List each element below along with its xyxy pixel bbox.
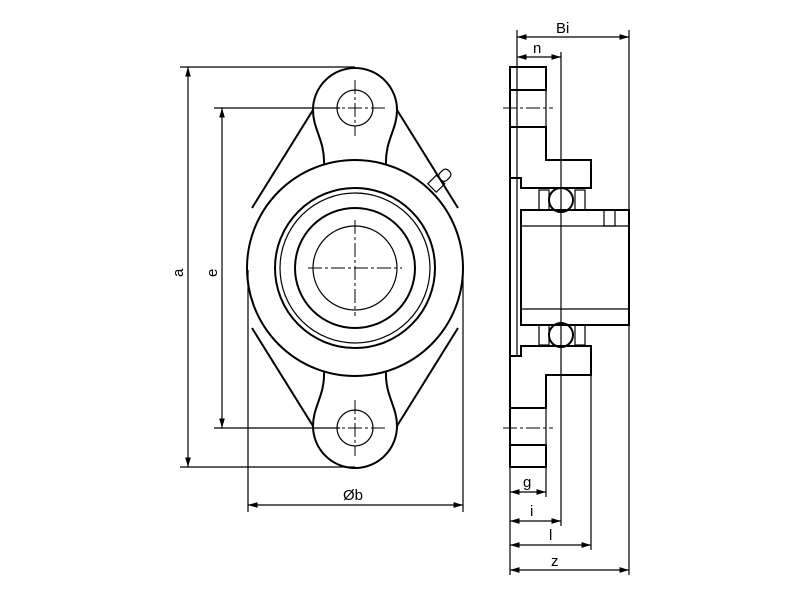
label-e: e xyxy=(204,269,221,277)
dimension-Bi: Bi xyxy=(517,20,629,40)
dimension-b: Øb xyxy=(247,270,464,512)
label-g: g xyxy=(523,474,531,491)
ball-top xyxy=(538,187,586,213)
dimension-l: l xyxy=(510,527,591,548)
grease-nipple-icon xyxy=(426,168,452,194)
dimension-i: i xyxy=(510,503,561,524)
side-view: Bi n g i l z xyxy=(503,20,630,575)
extension-lines xyxy=(509,30,630,575)
label-l: l xyxy=(549,527,552,544)
dimension-e: e xyxy=(204,107,340,429)
label-a: a xyxy=(170,268,187,277)
center-lines xyxy=(308,80,402,456)
dimension-z: z xyxy=(510,553,629,573)
dimension-a: a xyxy=(170,66,355,468)
dimension-g: g xyxy=(510,474,546,495)
ball-bottom xyxy=(538,322,586,348)
dimension-n: n xyxy=(517,40,561,60)
label-i: i xyxy=(530,503,533,520)
inner-ring xyxy=(520,209,630,326)
label-n: n xyxy=(533,40,541,57)
housing-section xyxy=(503,66,592,468)
label-z: z xyxy=(551,553,559,570)
front-view: a e Øb xyxy=(170,66,464,512)
label-b: Øb xyxy=(343,487,363,504)
label-Bi: Bi xyxy=(556,20,569,37)
